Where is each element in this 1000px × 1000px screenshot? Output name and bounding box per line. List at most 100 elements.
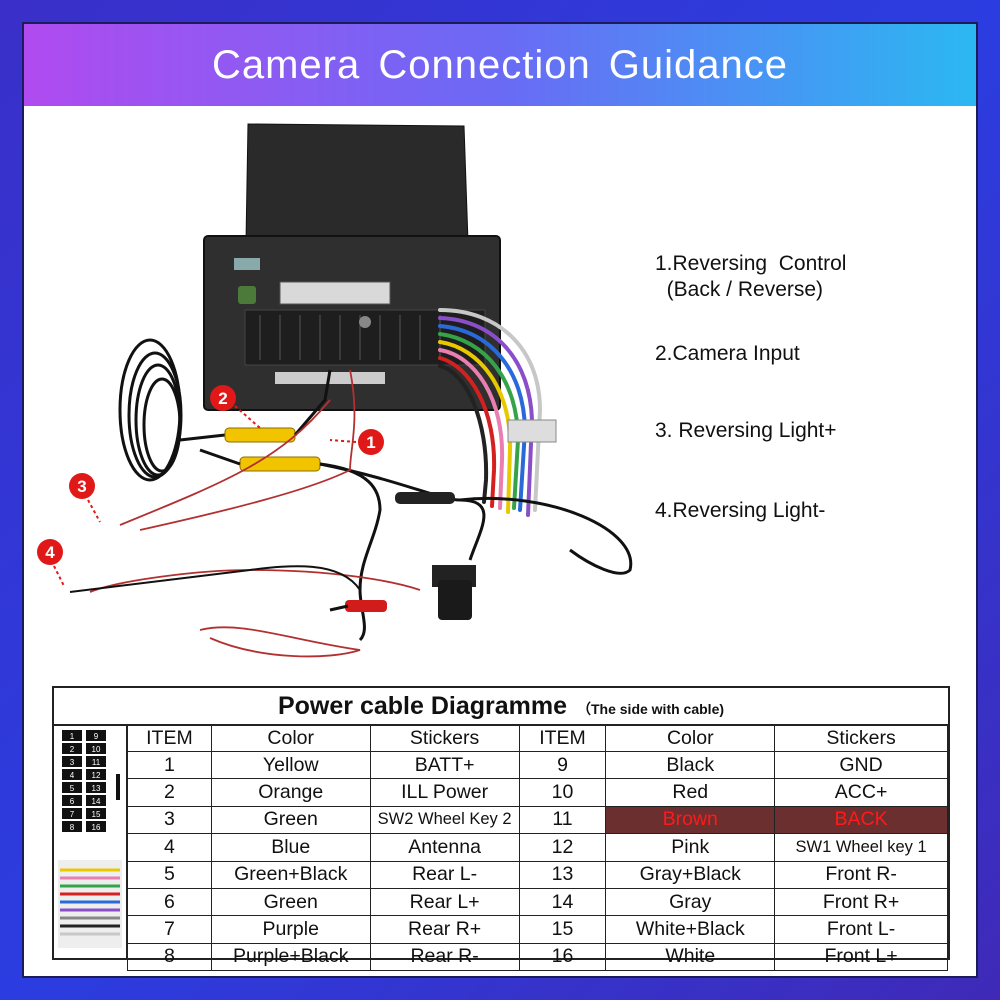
legend-item-3: 3. Reversing Light+: [655, 419, 837, 442]
table-cell: SW2 Wheel Key 2: [369, 805, 520, 835]
legend-item-1: 1.Reversing Control: [655, 252, 847, 275]
table-cell: Purple: [210, 915, 371, 944]
table-cell: 5: [127, 860, 212, 889]
rca-plug-trigger: [345, 600, 387, 612]
table-cell: BACK: [774, 805, 948, 835]
connector-pin-label: 15: [92, 810, 101, 819]
callout-2: 2: [210, 385, 261, 429]
connector-pin: [62, 743, 82, 754]
connector-pin-label: 9: [94, 732, 99, 741]
connector-pin: [86, 808, 106, 819]
header-stickers-2: Stickers: [774, 724, 948, 752]
table-cell: 16: [518, 942, 607, 972]
callout-4-label: 4: [45, 543, 55, 562]
connector-pin: [62, 730, 82, 741]
connector-pin-label: 2: [70, 745, 75, 754]
table-cell: 11: [518, 805, 607, 835]
rca-plug-video-2: [239, 456, 321, 472]
wiring-diagram: 1 2 3 4: [37, 123, 633, 658]
callout-2-label: 2: [218, 389, 227, 408]
connector-pin: [86, 782, 106, 793]
connector-block: [279, 281, 391, 305]
table-cell: Gray+Black: [605, 860, 776, 889]
legend-item-2: 2.Camera Input: [655, 342, 800, 365]
table-cell: SW1 Wheel key 1: [774, 833, 948, 862]
table-cell: Green: [210, 887, 371, 917]
table-cell: 4: [127, 833, 212, 862]
connector-pin-label: 7: [70, 810, 75, 819]
table-cell: Yellow: [210, 750, 371, 780]
table-cell: Rear L+: [369, 887, 520, 917]
table-cell: Front L+: [774, 942, 948, 972]
table-cell: BATT+: [369, 750, 520, 780]
connector-pin: [86, 730, 106, 741]
connector-pin-label: 14: [92, 797, 101, 806]
table-cell: 15: [518, 915, 607, 944]
table-cell: Pink: [605, 833, 776, 862]
table-cell: Gray: [605, 887, 776, 917]
table-cell: Front L-: [774, 915, 948, 944]
connector-pin-label: 8: [70, 823, 75, 832]
table-cell: 1: [127, 750, 212, 780]
callout-1-label: 1: [366, 433, 375, 452]
table-cell: 2: [127, 778, 212, 807]
connector-pin-label: 5: [70, 784, 75, 793]
table-cell: White: [605, 942, 776, 972]
table-cell: 12: [518, 833, 607, 862]
connector-pin: [62, 821, 82, 832]
connector-pin: [62, 782, 82, 793]
table-cell: Black: [605, 750, 776, 780]
connector-pin-label: 10: [92, 745, 101, 754]
table-cell: Purple+Black: [210, 942, 371, 972]
table-subtitle: （The side with cable): [576, 701, 725, 717]
table-cell: Red: [605, 778, 776, 807]
table-cell: Brown: [605, 805, 776, 835]
table-cell: Orange: [210, 778, 371, 807]
table-cell: Rear R-: [369, 942, 520, 972]
connector-pin-label: 1: [70, 732, 75, 741]
title-banner: Camera Connection Guidance: [24, 24, 976, 106]
table-cell: Blue: [210, 833, 371, 862]
rca-plug-video-1: [224, 427, 296, 443]
banner-title: Camera Connection Guidance: [211, 42, 789, 87]
power-cable-table: Power cable Diagramme （The side with cab…: [52, 686, 950, 972]
callout-4: 4: [37, 539, 65, 587]
callout-3-label: 3: [77, 477, 86, 496]
table-header-row: ITEM Color Stickers ITEM Color Stickers: [127, 724, 948, 752]
table-cell: 14: [518, 887, 607, 917]
connector-pin-label: 4: [70, 771, 75, 780]
table-cell: 13: [518, 860, 607, 889]
table-cell: Rear R+: [369, 915, 520, 944]
connector-pin: [86, 795, 106, 806]
callout-3: 3: [69, 473, 101, 523]
table-cell: Front R+: [774, 887, 948, 917]
header-color-1: Color: [210, 724, 371, 752]
table-cell: 9: [518, 750, 607, 780]
connector-pin-label: 12: [92, 771, 101, 780]
connector-pin: [62, 769, 82, 780]
table-cell: Front R-: [774, 860, 948, 889]
table-cell: White+Black: [605, 915, 776, 944]
connector-pin-label: 6: [70, 797, 75, 806]
antenna-port: [238, 286, 256, 304]
table-cell: 8: [127, 942, 212, 972]
legend-item-1-sub: (Back / Reverse): [655, 278, 824, 301]
table-cell: 10: [518, 778, 607, 807]
table-cell: 6: [127, 887, 212, 917]
connector-pin-label: 16: [92, 823, 101, 832]
connector-pin: [86, 743, 106, 754]
table-cell: Green: [210, 805, 371, 835]
connector-pin-label: 11: [92, 758, 101, 767]
connector-pin: [86, 821, 106, 832]
connector-pin-label: 3: [70, 758, 75, 767]
table-cell: Rear L-: [369, 860, 520, 889]
table-title-bar: Power cable Diagramme （The side with cab…: [54, 688, 948, 726]
header-item-1: ITEM: [127, 724, 212, 752]
pinout-table: ITEM Color Stickers ITEM Color Stickers …: [127, 724, 948, 972]
